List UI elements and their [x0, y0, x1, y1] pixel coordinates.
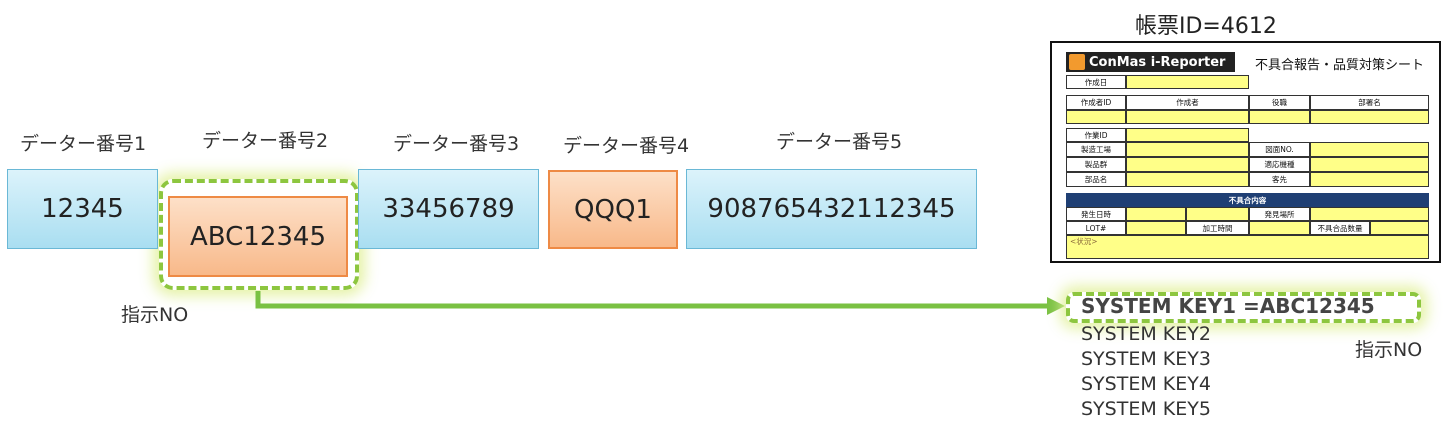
- cell-status-note: <状況>: [1066, 235, 1429, 259]
- cell-applicable-model-value: [1310, 157, 1429, 172]
- cell-factory: 製造工場: [1066, 142, 1126, 157]
- field-value-1: 12345: [7, 169, 158, 249]
- field-label-3: データー番号3: [393, 133, 520, 155]
- field-value-3: 33456789: [358, 169, 539, 249]
- cell-found-place-value: [1310, 207, 1429, 221]
- cell-defect-qty-value: [1370, 221, 1429, 235]
- cell-part-name: 部品名: [1066, 172, 1126, 187]
- field-value-5: 908765432112345: [686, 169, 977, 249]
- cell-product-group-value: [1126, 157, 1249, 172]
- cell-created-date: 作成日: [1066, 75, 1126, 89]
- cell-processing-time: 加工時間: [1186, 221, 1249, 235]
- field-label-5: データー番号5: [776, 131, 903, 153]
- cell-dept: 部署名: [1310, 95, 1429, 110]
- cell-occurred-at: 発生日時: [1066, 207, 1126, 221]
- cell-position: 役職: [1249, 95, 1310, 110]
- cell-lot-value: [1126, 221, 1186, 235]
- cell-dept-value: [1310, 110, 1429, 124]
- cell-found-place: 発見場所: [1249, 207, 1310, 221]
- cell-lot: LOT#: [1066, 221, 1126, 235]
- cell-occurred-date-value: [1126, 207, 1186, 221]
- cell-processing-time-value: [1249, 221, 1310, 235]
- cell-customer: 客先: [1249, 172, 1310, 187]
- system-key-4: SYSTEM KEY4: [1081, 373, 1211, 395]
- cell-created-date-value: [1126, 75, 1249, 89]
- cell-factory-value: [1126, 142, 1249, 157]
- cell-customer-value: [1310, 172, 1429, 187]
- report-form: ConMas i-Reporter 不具合報告・品質対策シート 作成日 作成者I…: [1050, 41, 1441, 263]
- system-key-3: SYSTEM KEY3: [1081, 348, 1211, 370]
- form-title: 不具合報告・品質対策シート: [1255, 58, 1425, 73]
- conmas-logo: ConMas i-Reporter: [1066, 52, 1235, 72]
- system-key1-highlight: [1066, 292, 1421, 323]
- logo-text: ConMas i-Reporter: [1089, 54, 1226, 70]
- field-label-1: データー番号1: [20, 133, 147, 155]
- field-value-4: QQQ1: [548, 170, 678, 249]
- field-value-2: ABC12345: [168, 196, 348, 277]
- cell-author-id: 作成者ID: [1066, 95, 1126, 110]
- field-label-4: データー番号4: [563, 135, 690, 157]
- cell-product-group: 製品群: [1066, 157, 1126, 172]
- cell-position-value: [1249, 110, 1310, 124]
- section-defect-content: 不具合内容: [1066, 193, 1429, 207]
- cell-applicable-model: 適応機種: [1249, 157, 1310, 172]
- instruction-no-label-right: 指示NO: [1355, 339, 1423, 361]
- form-id-title: 帳票ID=4612: [1135, 14, 1277, 39]
- field-label-2: データー番号2: [202, 130, 329, 152]
- system-key-2: SYSTEM KEY2: [1081, 323, 1211, 345]
- cell-author-value: [1126, 110, 1249, 124]
- cell-drawing-no-value: [1310, 142, 1429, 157]
- cell-drawing-no: 図面NO.: [1249, 142, 1310, 157]
- cell-defect-qty: 不具合品数量: [1310, 221, 1370, 235]
- system-key-5: SYSTEM KEY5: [1081, 398, 1211, 420]
- system-key-1: SYSTEM KEY1 =ABC12345: [1081, 294, 1375, 318]
- instruction-highlight: [159, 179, 359, 290]
- cell-part-name-value: [1126, 172, 1249, 187]
- cell-author-id-value: [1066, 110, 1126, 124]
- cell-work-id-value: [1126, 128, 1249, 142]
- instruction-no-label: 指示NO: [121, 304, 189, 326]
- cell-occurred-time-value: [1186, 207, 1249, 221]
- cell-author: 作成者: [1126, 95, 1249, 110]
- logo-icon: [1069, 54, 1085, 70]
- cell-work-id: 作業ID: [1066, 128, 1126, 142]
